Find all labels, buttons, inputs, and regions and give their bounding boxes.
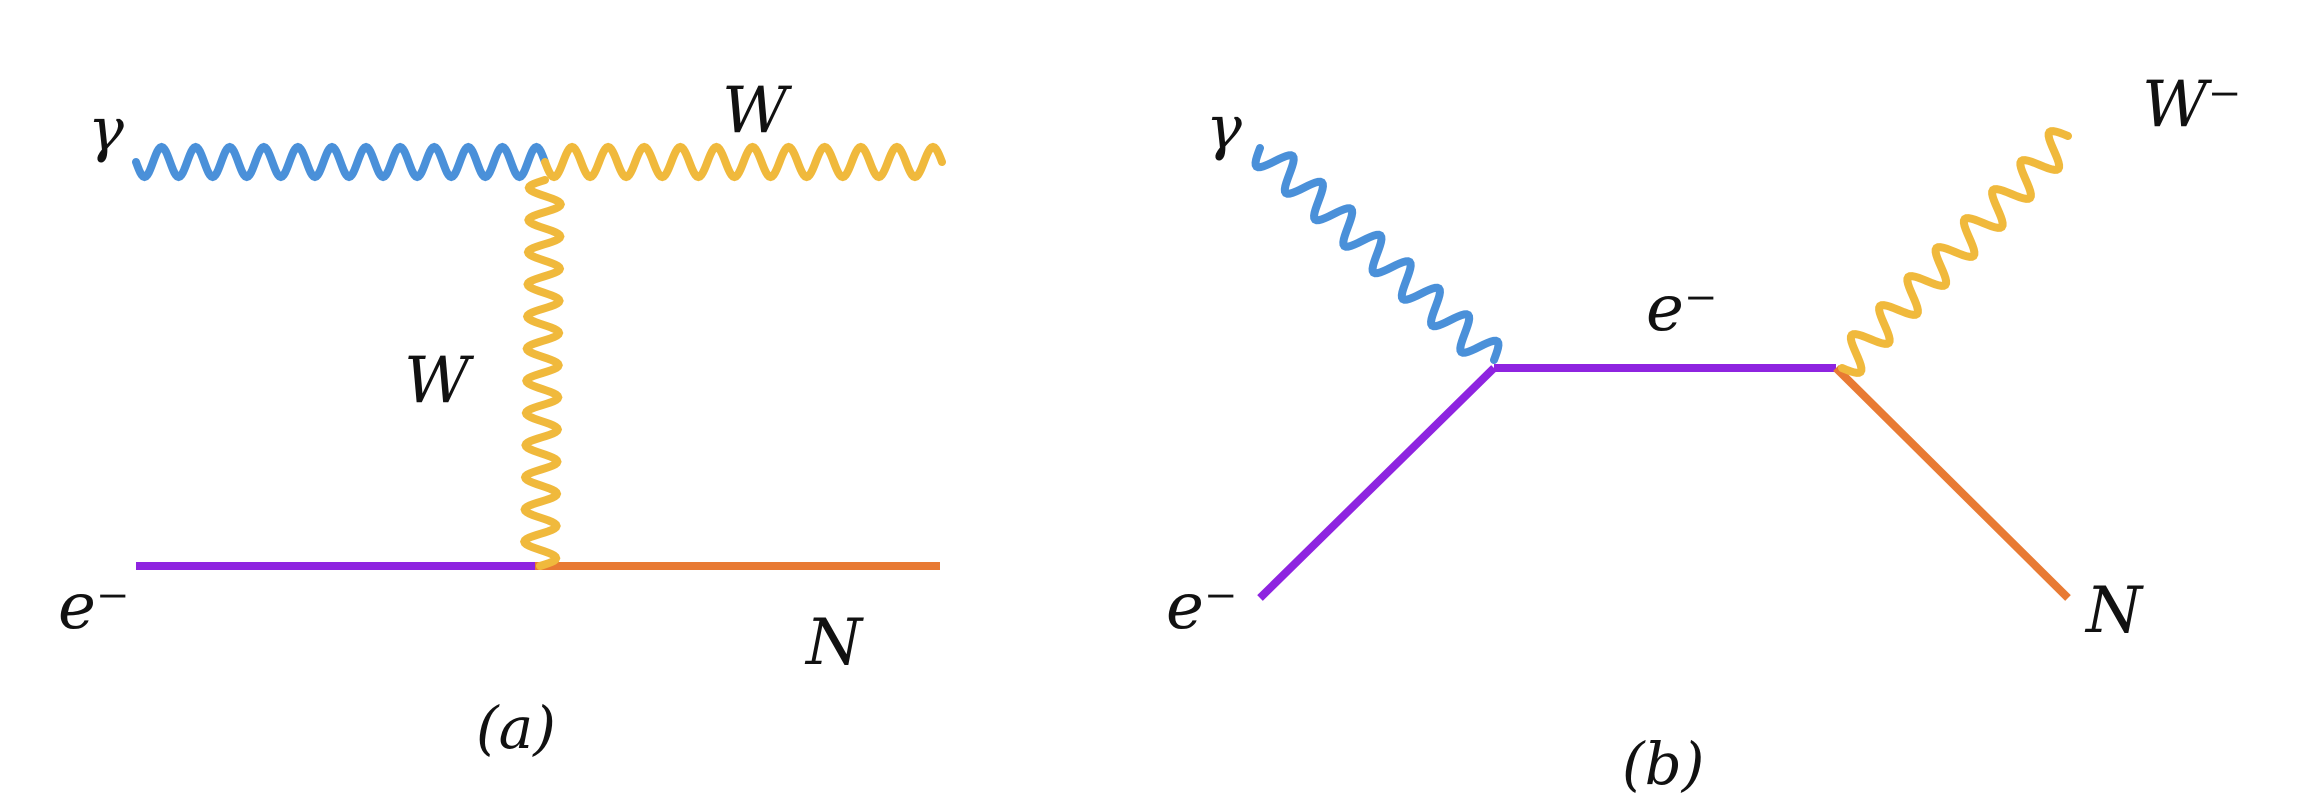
diagram-b-w-minus-line xyxy=(1838,127,2072,377)
diagram-b-label-electron-propagator: e⁻ xyxy=(1646,272,1718,346)
diagram-a-label-w-propagator: W xyxy=(404,344,475,418)
diagram-b-photon-line xyxy=(1251,144,1503,364)
diagram-b-electron-line xyxy=(1257,365,1497,601)
diagram-b-caption: (b) xyxy=(1622,730,1704,798)
diagram-b-label-w-minus: W⁻ xyxy=(2142,68,2242,142)
diagram-a-label-w-outgoing: W xyxy=(722,74,793,148)
diagram-a-label-neutral: N xyxy=(804,606,864,680)
diagram-b-label-photon: γ xyxy=(1206,93,1242,163)
diagram-a-label-photon: γ xyxy=(88,95,124,165)
diagram-b-neutral-line xyxy=(1833,365,2071,601)
diagram-a-label-electron: e⁻ xyxy=(58,570,130,644)
diagram-a-w-propagator-line xyxy=(519,176,566,570)
diagram-a-photon-line xyxy=(132,142,549,182)
diagram-b: γ W⁻ e⁻ e⁻ N (b) xyxy=(1166,68,2242,798)
diagram-b-label-electron: e⁻ xyxy=(1166,570,1238,644)
diagram-a-w-outgoing-line xyxy=(541,142,946,182)
diagram-b-label-neutral: N xyxy=(2084,574,2144,648)
diagram-a-caption: (a) xyxy=(476,694,556,762)
diagram-a: γ W W e⁻ N (a) xyxy=(58,74,946,762)
